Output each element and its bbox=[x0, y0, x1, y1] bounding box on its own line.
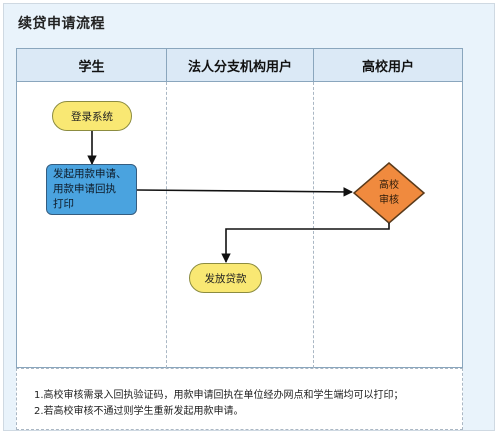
notes-panel bbox=[16, 368, 463, 430]
diagram-title: 续贷申请流程 bbox=[18, 16, 105, 32]
node-login-system: 登录系统 bbox=[52, 101, 132, 131]
note-2: 2.若高校审核不通过则学生重新发起用款申请。 bbox=[34, 406, 244, 417]
lane-divider bbox=[313, 82, 314, 368]
node-university-review: 高校 审核 bbox=[379, 180, 399, 206]
node-apply-and-print: 发起用款申请、 用款申请回执 打印 bbox=[46, 164, 137, 215]
lane-header-university-user: 高校用户 bbox=[313, 48, 463, 82]
lane-header-branch-user: 法人分支机构用户 bbox=[166, 48, 314, 82]
node-disburse-loan: 发放贷款 bbox=[189, 263, 262, 293]
arrow-apply-to-review bbox=[136, 187, 353, 197]
arrow-review-to-disburse bbox=[221, 223, 390, 263]
note-1: 1.高校审核需录入回执验证码，用款申请回执在单位经办网点和学生端均可以打印； bbox=[34, 390, 404, 401]
lane-divider bbox=[166, 82, 167, 368]
